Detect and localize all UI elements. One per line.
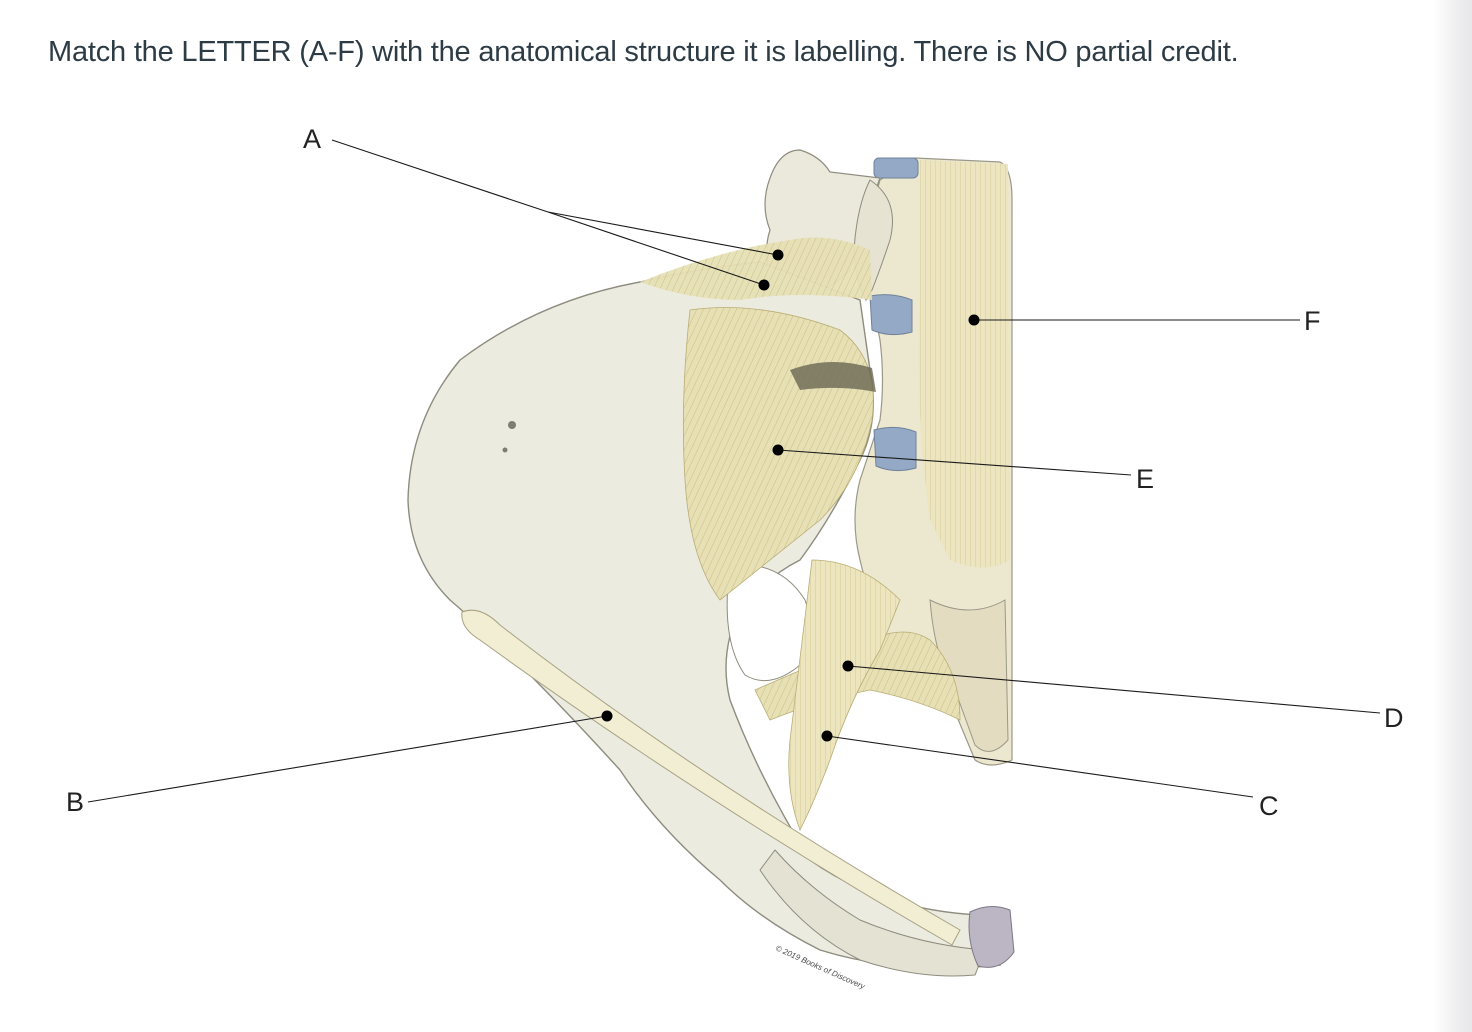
pubic-tubercle — [968, 906, 1015, 968]
leader-lines — [87, 139, 1381, 803]
point-b — [601, 710, 613, 722]
leader-line-c — [826, 735, 1254, 798]
point-e — [772, 444, 784, 456]
point-d — [842, 660, 854, 672]
leader-line-e — [777, 449, 1132, 476]
label-f: F — [1304, 306, 1321, 336]
point-f — [968, 314, 980, 326]
point-a2 — [758, 279, 770, 291]
label-points — [601, 249, 980, 742]
leader-line-d — [847, 665, 1381, 714]
label-e: E — [1136, 464, 1154, 494]
intervertebral-discs — [869, 157, 919, 472]
label-a: A — [303, 124, 321, 154]
point-c — [821, 730, 833, 742]
label-b: B — [66, 787, 84, 817]
leader-line-a3 — [547, 211, 765, 286]
leader-line-b — [87, 715, 608, 803]
question-prompt: Match the LETTER (A-F) with the anatomic… — [48, 36, 1239, 68]
ligaments — [461, 237, 961, 946]
label-c: C — [1259, 791, 1279, 821]
label-d: D — [1384, 703, 1404, 733]
scrollbar-track[interactable] — [1434, 0, 1472, 1032]
point-a1 — [772, 249, 784, 261]
leader-line-a1 — [331, 139, 549, 213]
leader-line-a2 — [547, 211, 779, 256]
